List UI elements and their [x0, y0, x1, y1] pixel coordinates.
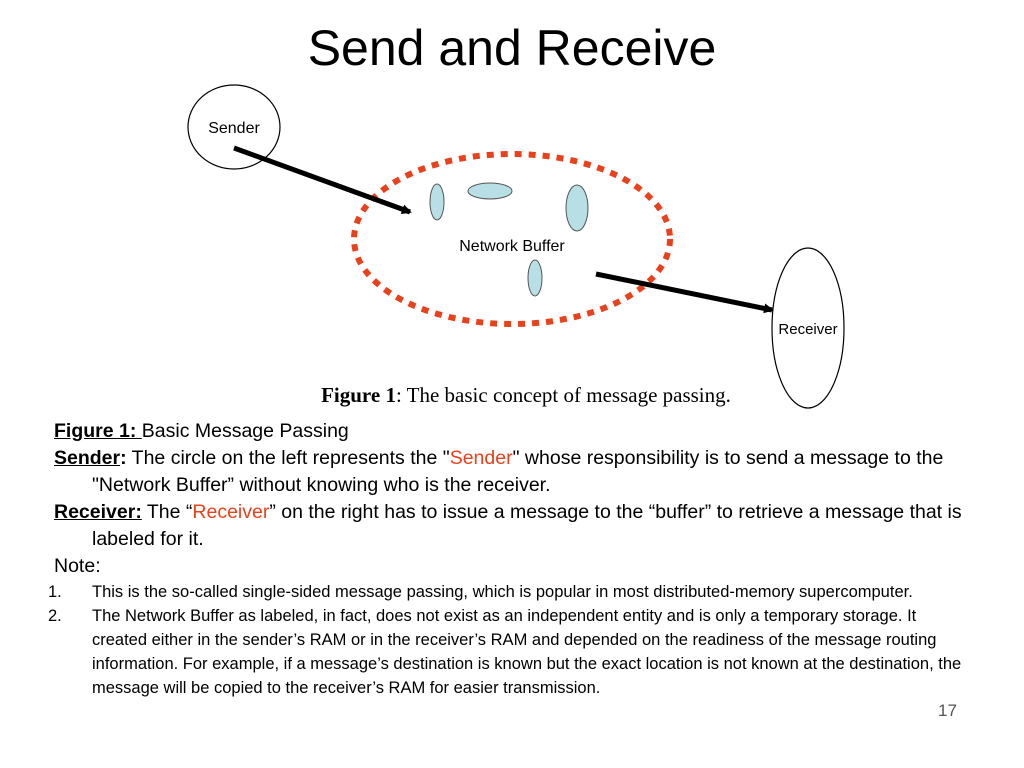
note-number: 1.	[48, 583, 62, 601]
notes-list: 1. This is the so-called single-sided mes…	[48, 580, 969, 700]
figure-line: Figure 1: Basic Message Passing	[54, 418, 969, 445]
slide-title: Send and Receive	[307, 20, 717, 76]
message-token	[565, 184, 589, 232]
figure-caption-label: Figure 1	[321, 383, 396, 407]
sender-node	[187, 84, 281, 170]
receiver-text-before: The “	[141, 501, 193, 523]
receiver-node	[771, 247, 845, 409]
receiver-label: Receiver	[778, 321, 837, 338]
sender-label: Sender	[208, 120, 260, 137]
buffer-to-receiver-arrow	[595, 271, 774, 314]
receiver-paragraph: Receiver: The “Receiver” on the right ha…	[54, 499, 969, 553]
sender-paragraph: Sender: The circle on the left represent…	[54, 445, 969, 499]
network-buffer-outline	[351, 151, 673, 327]
figure-caption: Figure 1: The basic concept of message p…	[0, 383, 1024, 408]
sender-text-after: " whose responsibility is to send a mess…	[92, 447, 944, 496]
message-token	[467, 182, 513, 200]
page-number: 17	[938, 701, 957, 720]
sender-text-before: The circle on the left represents the "	[126, 447, 450, 469]
note-item: 2. The Network Buffer as labeled, in fact…	[48, 604, 969, 700]
sender-colon: :	[120, 447, 127, 469]
note-item: 1. This is the so-called single-sided mes…	[48, 580, 969, 604]
figure-line-text: Basic Message Passing	[141, 420, 349, 442]
sender-highlight: Sender	[449, 447, 513, 469]
sender-to-buffer-arrow	[233, 145, 412, 215]
slide-body: Figure 1: Basic Message Passing Sender: …	[48, 418, 969, 700]
sender-term: Sender	[54, 447, 121, 469]
figure-line-label: Figure 1:	[54, 420, 142, 442]
receiver-term: Receiver:	[54, 501, 142, 523]
receiver-text-after: ” on the right has to issue a message to…	[92, 501, 962, 550]
note-label: Note:	[54, 555, 101, 577]
note-text: The Network Buffer as labeled, in fact, …	[92, 607, 962, 697]
message-passing-diagram: Sender Network Buffer Receiver	[187, 84, 845, 409]
note-number: 2.	[48, 607, 62, 625]
figure-caption-text: : The basic concept of message passing.	[395, 383, 731, 407]
message-token	[429, 183, 445, 221]
note-text: This is the so-called single-sided messa…	[92, 583, 913, 601]
network-buffer-label: Network Buffer	[459, 238, 565, 255]
receiver-highlight: Receiver	[192, 501, 270, 523]
message-token	[527, 259, 543, 297]
